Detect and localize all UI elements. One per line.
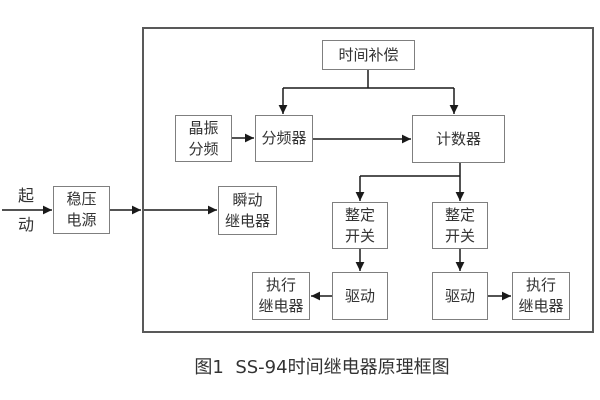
box-drive-left: 驱动 xyxy=(332,272,388,320)
box-label: 继电器 xyxy=(258,297,304,315)
box-label: 开关 xyxy=(444,226,475,245)
box-label: 执行 xyxy=(265,276,296,294)
box-label: 执行 xyxy=(525,276,556,294)
box-label: 驱动 xyxy=(444,286,475,305)
box-setting-switch-left: 整定 开关 xyxy=(332,202,388,249)
box-setting-switch-right: 整定 开关 xyxy=(432,202,488,249)
box-counter: 计数器 xyxy=(412,115,505,163)
start-input-label: 起 动 xyxy=(10,186,42,235)
box-label: 分频器 xyxy=(261,129,307,147)
box-label: 稳压 xyxy=(66,190,97,208)
box-label: 晶振 xyxy=(188,118,219,137)
figure-caption: 图1 SS-94时间继电器原理框图 xyxy=(194,357,450,378)
box-label: 时间补偿 xyxy=(338,45,399,64)
box-label: 电源 xyxy=(66,211,97,229)
box-time-compensation: 时间补偿 xyxy=(322,40,415,70)
box-label: 分频 xyxy=(188,139,219,158)
start-label-line2: 动 xyxy=(17,215,34,234)
box-label: 驱动 xyxy=(344,286,375,305)
box-exec-relay-right: 执行 继电器 xyxy=(512,272,570,320)
box-drive-right: 驱动 xyxy=(432,272,488,320)
box-exec-relay-left: 执行 继电器 xyxy=(252,272,310,320)
unit-boundary xyxy=(142,27,594,333)
box-label: 整定 xyxy=(444,205,475,224)
box-label: 瞬动 xyxy=(232,190,263,209)
box-label: 继电器 xyxy=(224,211,270,230)
box-label: 计数器 xyxy=(435,129,481,148)
start-label-line1: 起 xyxy=(17,186,34,205)
box-label: 整定 xyxy=(344,205,375,224)
box-regulated-power: 稳压 电源 xyxy=(53,186,110,234)
box-crystal-divider: 晶振 分频 xyxy=(175,115,232,162)
box-label: 继电器 xyxy=(518,297,564,315)
box-label: 开关 xyxy=(344,226,375,245)
box-frequency-divider: 分频器 xyxy=(255,115,313,162)
box-instant-relay: 瞬动 继电器 xyxy=(218,186,277,235)
